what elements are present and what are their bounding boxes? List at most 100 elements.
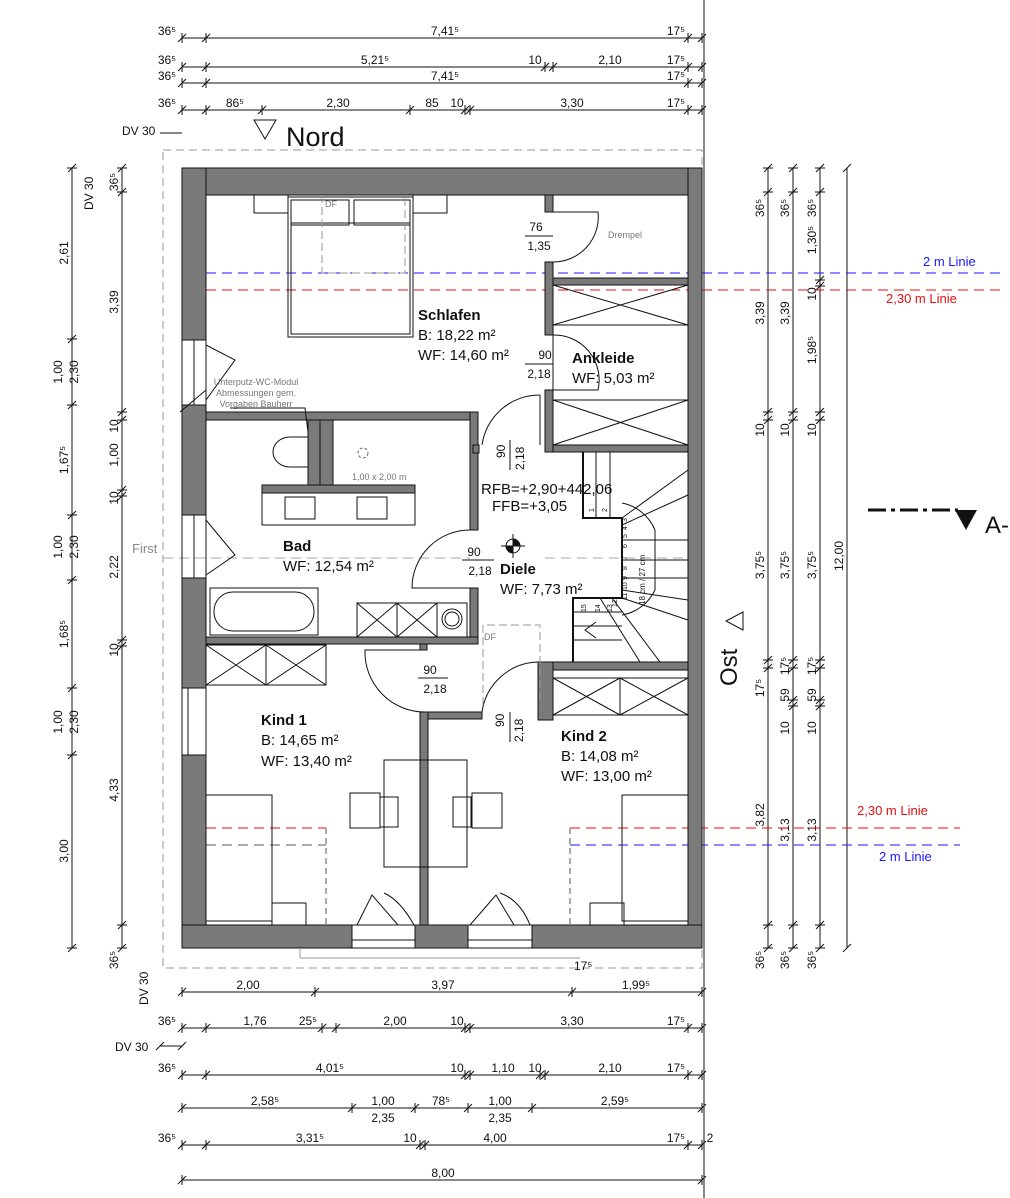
room-area-wf: WF: 7,73 m² (500, 581, 583, 598)
dimension-label: 10 (450, 1061, 464, 1075)
door-width: 90 (494, 444, 508, 458)
drempel-label: Drempel (608, 230, 642, 240)
dimension-tick (177, 1041, 187, 1051)
dimension-label: 10 (403, 1131, 417, 1145)
dimension-label: 8,00 (431, 1166, 455, 1180)
stair-step-number: 9 (622, 576, 629, 580)
total-height-label: 12,00 (832, 541, 846, 571)
dimension-label: 36⁵ (158, 24, 176, 38)
dimension-label: 36⁵ (805, 199, 819, 217)
north-marker-icon (253, 119, 277, 140)
dimension-label: 2,30 (67, 535, 81, 559)
door-label-kind2: 90 2,18 (493, 712, 526, 742)
dimension-label: 3,82 (753, 803, 767, 827)
stair-step-number: 7 (622, 556, 629, 560)
section-arrow-icon (955, 510, 977, 530)
room-area-wf: WF: 5,03 m² (572, 370, 655, 387)
dimension-label: 3,97 (431, 978, 455, 992)
room-area-b: B: 18,22 m² (418, 327, 496, 344)
dimension-label: 3,31⁵ (296, 1131, 324, 1145)
door-width: 76 (529, 220, 543, 234)
dimension-label: 3,00 (57, 839, 71, 863)
dimension-label: 36⁵ (158, 1014, 176, 1028)
dimension-label: 1,67⁵ (57, 446, 71, 474)
door-height: 2,18 (513, 446, 527, 470)
north-label: Nord (286, 122, 345, 152)
dimension-label: 1,00 (51, 360, 65, 384)
room-diele: Diele WF: 7,73 m² (500, 561, 583, 598)
dimension-label: 36⁵ (158, 69, 176, 83)
shower-size-label: 1,00 x 2,00 m (352, 472, 407, 482)
ffb-level: FFB=+3,05 (492, 498, 567, 515)
dimension-label: 2,00 (236, 978, 260, 992)
dimension-label: 2,30 (67, 710, 81, 734)
dimension-label: 1,68⁵ (57, 620, 71, 648)
dimension-label: 36⁵ (778, 199, 792, 217)
dimension-label: 17⁵ (667, 1014, 685, 1028)
door-swings (364, 211, 600, 713)
door-height: 2,18 (527, 367, 551, 381)
dimension-label: 36⁵ (158, 96, 176, 110)
room-name: Bad (283, 538, 311, 555)
dimension-label: 10 (107, 643, 121, 657)
dimension-label: 10 (528, 1061, 542, 1075)
dimension-label: 10 (450, 96, 464, 110)
stair-step-number: 10 (622, 582, 629, 590)
dimension-label: 17⁵ (667, 96, 685, 110)
stair-step-number: 2 (602, 508, 609, 512)
dimension-label: 2,22 (107, 555, 121, 579)
room-name: Schlafen (418, 307, 481, 324)
wc-note-3: Vorgaben Bauherr (219, 399, 292, 409)
dimension-label: 36⁵ (753, 199, 767, 217)
dv30-label-bottom2: DV 30 (115, 1040, 149, 1054)
dimension-label: 1,00 (488, 1094, 512, 1108)
dv30-label-top: DV 30 (122, 124, 156, 138)
rfb-level: RFB=+2,90+442,06 (481, 481, 612, 498)
dimension-label: 10 (107, 491, 121, 505)
dimension-label: 2,10 (598, 53, 622, 67)
room-name: Kind 1 (261, 712, 307, 729)
wc-note-leader (179, 389, 309, 433)
dimension-label: 1,00 (51, 710, 65, 734)
dimension-label: 25⁵ (299, 1014, 317, 1028)
dimension-label: 36⁵ (753, 951, 767, 969)
dimension-label: 1,00 (371, 1094, 395, 1108)
dimension-label: 3,75⁵ (753, 551, 767, 579)
room-area-wf: WF: 12,54 m² (283, 558, 374, 575)
furniture (205, 194, 689, 926)
dimension-label: 36⁵ (805, 951, 819, 969)
stair-step-number: 4 (622, 526, 629, 530)
windows (181, 339, 533, 949)
ridge-label: First (132, 541, 158, 556)
dimension-label: 7,41⁵ (431, 69, 459, 83)
dimension-label: 3,30 (560, 1014, 584, 1028)
df-label-top: DF (325, 199, 337, 209)
dimension-label: 86⁵ (226, 96, 244, 110)
dimension-label: 17⁵ (667, 1061, 685, 1075)
stair-step-number: 8 (622, 566, 629, 570)
room-area-wf: WF: 14,60 m² (418, 347, 509, 364)
dimension-label: 10 (805, 721, 819, 735)
dimension-label: 3,13 (805, 818, 819, 842)
room-area-wf: WF: 13,40 m² (261, 753, 352, 770)
dormer-outlines (321, 195, 541, 705)
dimension-label: 2,10 (598, 1061, 622, 1075)
stair-ratio-label: 18 cm / 27 cm (638, 554, 647, 605)
door-width: 90 (423, 663, 437, 677)
dimension-label: 2,30 (326, 96, 350, 110)
stair-step-number: 15 (581, 604, 588, 612)
dimension-label: 17⁵ (805, 657, 819, 675)
dv30-label-left: DV 30 (82, 176, 96, 210)
dimension-label: 3,75⁵ (805, 551, 819, 579)
overhang-dim: 17⁵ (574, 959, 592, 973)
stair-step-number: 12 (612, 599, 619, 607)
dimension-label: 10 (528, 53, 542, 67)
dimension-label: 3,75⁵ (778, 551, 792, 579)
dimension-label: 36⁵ (778, 951, 792, 969)
room-name: Kind 2 (561, 728, 607, 745)
dimension-label: 7,41⁵ (431, 24, 459, 38)
wc-note-2: Abmessungen gem. (216, 388, 296, 398)
stair-step-number: 14 (595, 604, 602, 612)
dimension-label: 1,99⁵ (622, 978, 650, 992)
